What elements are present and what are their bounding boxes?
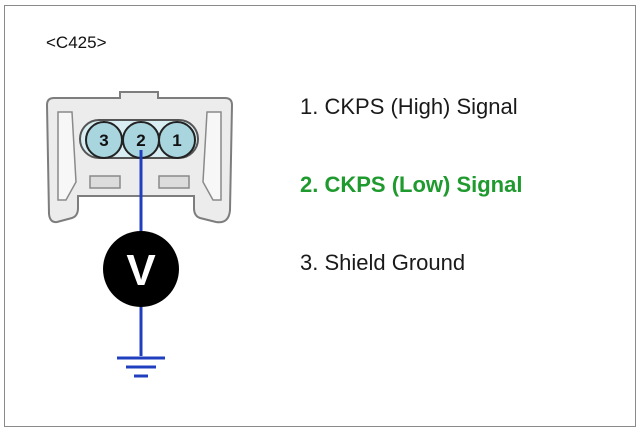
connector-id-label: <C425> [46, 33, 107, 52]
connector-rib-left [89, 175, 121, 189]
pin-2-number: 2 [136, 131, 145, 150]
connector-left-slot [57, 111, 77, 201]
connector-rib-right [158, 175, 190, 189]
connector-right-slot [202, 111, 222, 201]
pin-1-number: 1 [172, 131, 181, 150]
pin-desc-1: 1. CKPS (High) Signal [300, 94, 518, 119]
pin-3-number: 3 [99, 131, 108, 150]
pin-desc-3: 3. Shield Ground [300, 250, 466, 275]
pin-1 [158, 121, 196, 159]
voltmeter-label: V [126, 246, 156, 295]
pin-description-list: 1. CKPS (High) Signal 2. CKPS (Low) Sign… [300, 92, 522, 326]
diagram-frame [4, 5, 636, 427]
voltmeter-symbol [103, 231, 179, 307]
pin-desc-2-highlighted: 2. CKPS (Low) Signal [300, 172, 523, 197]
